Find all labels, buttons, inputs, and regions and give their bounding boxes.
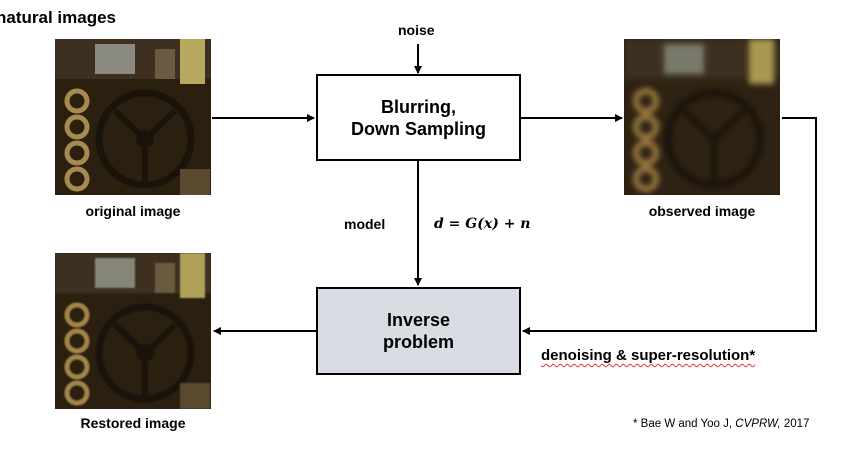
box-top-line2: Down Sampling [351,118,486,139]
blurring-downsampling-box: Blurring, Down Sampling [316,74,521,161]
task-label: denoising & super-resolution* [541,347,755,364]
observed-image [624,39,780,195]
original-image [55,39,211,195]
box-bottom-line1: Inverse [386,310,451,330]
model-label: model [344,216,386,232]
citation: * Bae W and Yoo J, CVPRW, 2017 [633,418,809,430]
original-image-caption: original image [85,203,181,219]
restored-image [55,253,211,409]
observed-to-inverse-arrow [522,117,817,335]
box-bottom-line2: problem [382,332,454,352]
citation-venue: CVPRW, [735,418,781,430]
noise-label: noise [398,22,435,38]
diagram-heading: natural images [0,8,116,27]
observed-image-caption: observed image [648,203,756,219]
restored-image-caption: Restored image [80,415,186,431]
box-top-line1: Blurring, [381,96,456,117]
task-label-text: denoising & super-resolution* [541,347,756,364]
model-formula: d = G(x) + n [434,216,531,232]
inverse-problem-box: Inverse problem [316,287,521,375]
citation-year: 2017 [780,418,810,430]
citation-prefix: * Bae W and Yoo J, [633,418,736,430]
